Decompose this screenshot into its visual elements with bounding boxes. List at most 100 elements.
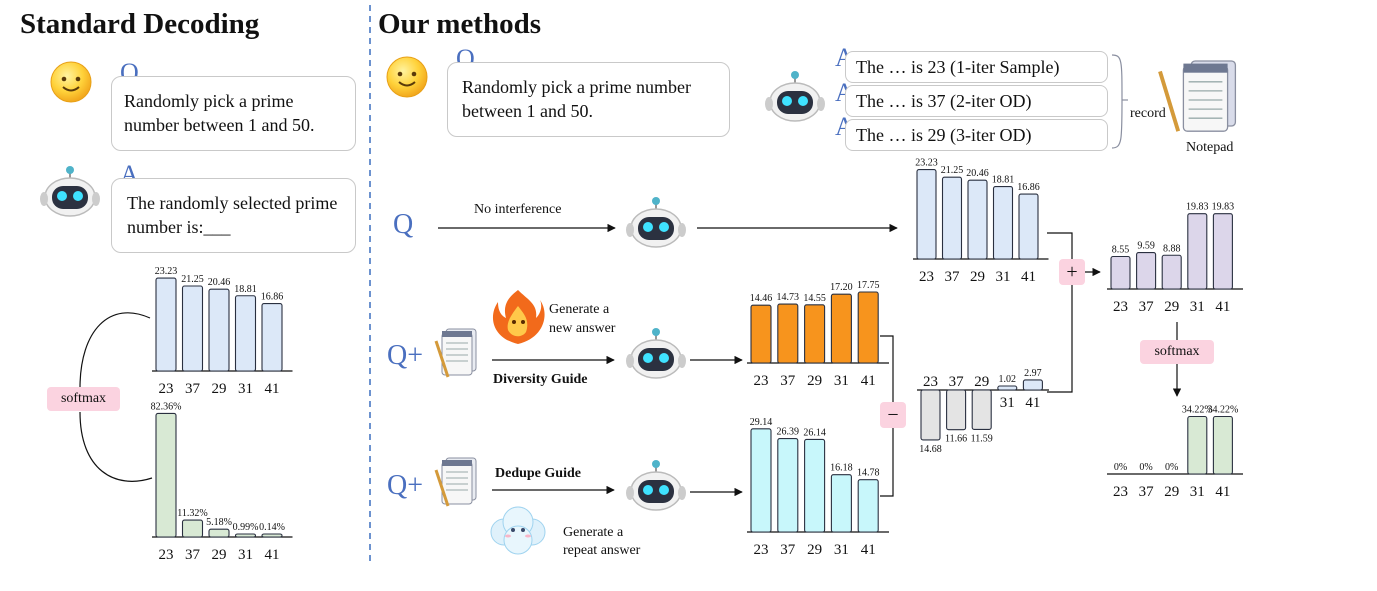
category-tick-label: 23	[919, 269, 934, 285]
chart-bar	[777, 303, 799, 364]
bar-value-label: 11.32%	[177, 508, 207, 519]
category-tick-label: 37	[185, 547, 201, 563]
chart-bar	[992, 186, 1014, 260]
chart-bar	[777, 438, 799, 533]
q-plus-label: Q+	[387, 340, 424, 371]
chart-bar	[1212, 415, 1233, 475]
chart-bar	[181, 285, 204, 372]
chart-bar	[1022, 379, 1043, 391]
q-plain-label: Q	[393, 209, 414, 240]
category-tick-label: 23	[754, 542, 769, 558]
bar-value-label: 19.83	[1186, 202, 1209, 213]
bar-value-label: 14.68	[919, 444, 942, 455]
chart-bar	[750, 428, 772, 533]
plus-bracket	[1047, 232, 1073, 393]
answer-box: The … is 29 (3-iter OD)	[845, 119, 1108, 151]
bar-value-label: 23.23	[155, 266, 178, 277]
bar-value-label: 16.86	[261, 292, 284, 303]
chart-bar	[750, 304, 772, 364]
question-bubble: Randomly pick a prime number between 1 a…	[447, 62, 730, 137]
bar-value-label: 18.81	[234, 284, 257, 295]
record-label: record	[1130, 106, 1166, 121]
cloud-character-icon	[490, 506, 546, 555]
chart-bar	[941, 176, 963, 260]
category-tick-label: 37	[945, 269, 961, 285]
plus-badge: +	[1059, 259, 1085, 285]
bar-value-label: 2.97	[1024, 368, 1042, 379]
robot-icon	[39, 165, 101, 217]
category-tick-label: 29	[974, 374, 989, 390]
bar-value-label: 0%	[1165, 462, 1178, 473]
bar-value-label: 17.75	[857, 280, 880, 291]
category-tick-label: 29	[1164, 484, 1179, 500]
category-tick-label: 29	[1164, 299, 1179, 315]
category-tick-label: 23	[754, 373, 769, 389]
category-tick-label: 41	[1215, 484, 1230, 500]
bar-value-label: 29.14	[750, 417, 773, 428]
category-tick-label: 23	[1113, 484, 1128, 500]
user-smiley-icon	[50, 61, 92, 103]
bar-value-label: 23.23	[915, 158, 938, 169]
robot-icon	[625, 327, 687, 379]
bar-value-label: 5.18%	[206, 517, 232, 528]
chart-bar	[181, 519, 204, 538]
category-tick-label: 29	[807, 542, 822, 558]
chart-bar	[1187, 213, 1208, 290]
bar-value-label: 11.66	[945, 434, 967, 445]
category-tick-label: 29	[212, 381, 227, 397]
bar-value-label: 14.78	[857, 468, 880, 479]
minus-badge: −	[880, 402, 906, 428]
dedupe-guide-label: Dedupe Guide	[495, 466, 581, 481]
category-tick-label: 37	[185, 381, 201, 397]
softmax-label: softmax	[1140, 340, 1214, 364]
chart-bar	[1136, 252, 1157, 290]
category-tick-label: 29	[807, 373, 822, 389]
notepad-icon	[1158, 60, 1237, 132]
chart-bar	[208, 288, 230, 372]
category-tick-label: 31	[996, 269, 1011, 285]
robot-icon	[764, 70, 826, 122]
chart-bar	[804, 304, 826, 364]
bar-value-label: 8.55	[1112, 245, 1130, 256]
chart-bar	[261, 533, 283, 538]
record-bracket	[1111, 54, 1123, 149]
chart-bar	[1110, 255, 1131, 290]
category-tick-label: 41	[861, 542, 876, 558]
generate-repeat-line2: repeat answer	[563, 543, 641, 558]
bar-value-label: 8.88	[1163, 243, 1181, 254]
flame-character-icon	[492, 290, 545, 344]
category-tick-label: 31	[238, 547, 253, 563]
chart-bar	[830, 474, 852, 533]
category-tick-label: 29	[970, 269, 985, 285]
bar-value-label: 20.46	[966, 168, 989, 179]
bar-value-label: 17.20	[830, 282, 853, 293]
bar-value-label: 34.22%	[1207, 405, 1238, 416]
category-tick-label: 31	[1190, 484, 1205, 500]
notepad-label: Notepad	[1186, 140, 1234, 155]
answer-box: The … is 23 (1-iter Sample)	[845, 51, 1108, 83]
notepad-icon	[434, 327, 478, 379]
chart-bar	[261, 303, 283, 372]
diversity-guide-label: Diversity Guide	[493, 372, 588, 387]
charts-layer: 23.232321.253720.462918.813116.864182.36…	[151, 158, 1243, 563]
bar-value-label: 14.46	[750, 293, 773, 304]
category-tick-label: 31	[834, 373, 849, 389]
bar-value-label: 82.36%	[151, 401, 182, 412]
chart-bar	[857, 291, 879, 364]
category-tick-label: 41	[1021, 269, 1036, 285]
chart-bar	[920, 389, 941, 441]
chart-bar	[208, 528, 230, 538]
bar-value-label: 14.73	[777, 292, 800, 303]
softmax-label: softmax	[47, 387, 120, 411]
standard-decoding-title: Standard Decoding	[20, 8, 260, 40]
category-tick-label: 31	[834, 542, 849, 558]
robot-icon	[625, 459, 687, 511]
bar-value-label: 0%	[1114, 462, 1127, 473]
softmax-curve-bottom	[79, 411, 153, 482]
no-interference-label: No interference	[474, 202, 562, 217]
chart-bar	[155, 277, 177, 372]
bar-value-label: 20.46	[208, 277, 231, 288]
chart-bar	[1161, 254, 1182, 290]
category-tick-label: 23	[923, 374, 938, 390]
